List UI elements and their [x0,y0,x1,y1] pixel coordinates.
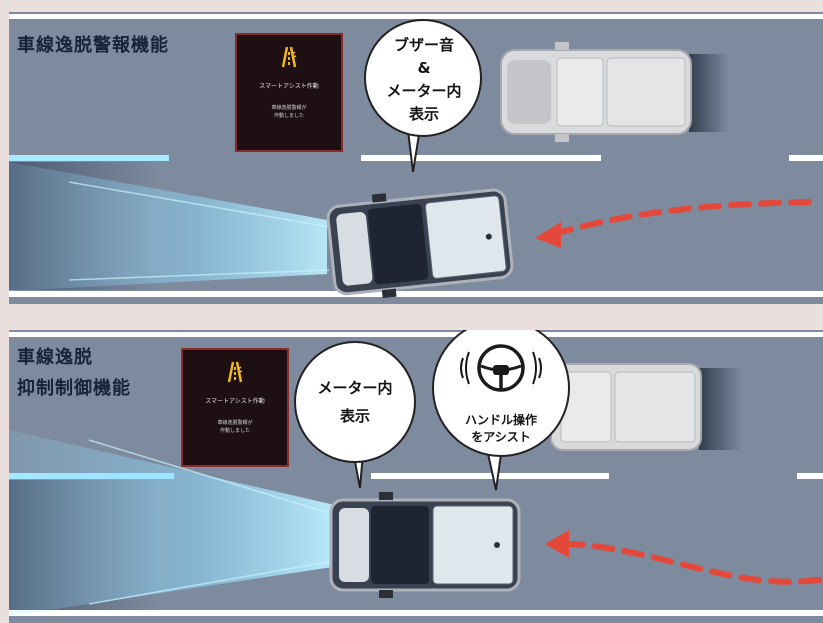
road-edge-bottom [9,610,823,616]
trajectory-arrow [535,199,812,248]
bubble-text-steering: ハンドル操作 をアシスト [464,413,537,444]
road-scene [9,12,823,304]
bubble-text-meter: メーター内 表示 [317,379,393,425]
meter-display: スマートアシスト作動 車線逸脱警報が 作動しました [181,348,289,467]
lane-departure-icon [237,45,341,69]
lane-departure-icon [183,360,287,384]
lane-dash-right [789,155,823,161]
meter-message: 車線逸脱警報が 作動しました [271,105,307,119]
lane-dash [361,155,601,161]
meter-status-text: スマートアシスト作動 [259,83,319,90]
camera-beam [9,162,327,291]
trajectory-arrow [545,530,822,585]
speech-bubble-meter [294,341,416,489]
road-edge-top [9,332,823,337]
panel-title: 車線逸脱 抑制制御機能 [17,347,131,399]
bubble-text-buzzer: ブザー音 & メーター内 表示 [386,36,462,123]
meter-display: スマートアシスト作動 車線逸脱警報が 作動しました [235,33,343,152]
lane-dash-right [797,473,823,479]
camera-beam [9,430,339,616]
ego-car [326,188,514,299]
oncoming-car [500,42,729,142]
oncoming-car [550,363,743,451]
road-edge-top [9,14,823,19]
ego-car [329,492,521,598]
meter-message: 車線逸脱警報が 作動しました [217,420,253,434]
road-edge-bottom [9,291,823,297]
road-scene [9,330,823,623]
lane-dash-left [9,155,169,161]
meter-status-text: スマートアシスト作動 [205,398,265,405]
lane-departure-warning-panel: 車線逸脱警報機能 スマートアシスト作動 車線逸脱警報が 作動しました ブザー音 … [9,12,823,304]
steering-wheel-icon [460,344,542,392]
panel-title: 車線逸脱警報機能 [17,35,169,56]
speech-bubble [364,19,482,173]
lane-dash [371,473,609,479]
lane-keep-control-panel: 車線逸脱 抑制制御機能 スマートアシスト作動 車線逸脱警報が 作動しました メー… [9,330,823,623]
